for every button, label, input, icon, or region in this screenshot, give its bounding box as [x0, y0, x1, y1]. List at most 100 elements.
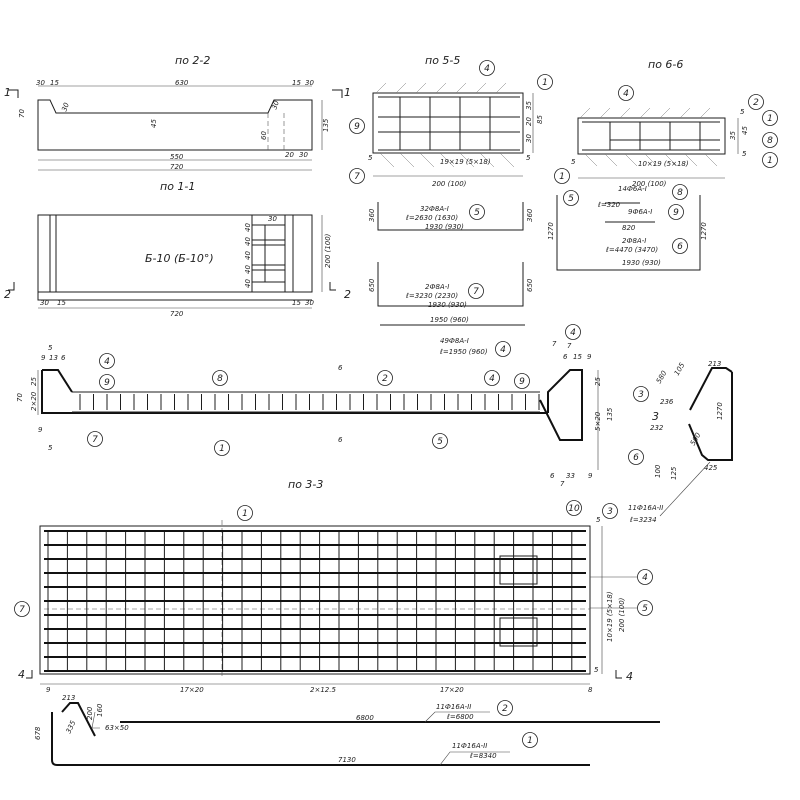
- cut-mark: 6: [338, 364, 343, 372]
- dimension-label: 1270: [716, 402, 724, 420]
- dimension-label: 20: [525, 117, 533, 126]
- dimension-label: 5×20: [594, 411, 602, 431]
- dimension-label: 32Ф8А-I: [420, 205, 449, 213]
- position-callout: 5: [469, 204, 485, 220]
- callout-circle: [668, 204, 684, 220]
- dimension-label: 6: [563, 353, 568, 361]
- callout-number: 5: [474, 208, 480, 218]
- cut-mark: 4: [626, 670, 633, 683]
- bar-shapes: [377, 195, 733, 517]
- callout-number: 7: [19, 605, 25, 615]
- dimension-label: 40: [244, 251, 252, 260]
- position-callout: 7: [87, 431, 103, 447]
- dimension-label: 200: [86, 706, 94, 720]
- dimension-label: 9: [41, 354, 46, 362]
- dimension-label: 200 (100): [632, 180, 667, 188]
- callout-circle: [349, 168, 365, 184]
- cut-mark: 2: [344, 288, 351, 301]
- dimension-label: 232: [650, 424, 664, 432]
- cut-mark: 1: [344, 86, 351, 99]
- dimension-label: 200 (100): [618, 597, 626, 632]
- dimension-label: 105: [673, 361, 687, 377]
- callout-circle: [432, 433, 448, 449]
- dimension-label: 360: [526, 208, 534, 222]
- callout-number: 1: [542, 78, 548, 88]
- callout-circle: [762, 152, 778, 168]
- callout-circle: [637, 600, 653, 616]
- callout-number: 1: [527, 736, 533, 746]
- position-callout: 9: [514, 373, 530, 389]
- callout-number: 4: [570, 328, 576, 338]
- dimension-label: 60: [260, 131, 268, 140]
- position-callout: 2: [748, 94, 764, 110]
- position-callout: 7: [468, 283, 484, 299]
- callout-circle: [566, 500, 582, 516]
- dimension-label: 720: [170, 163, 184, 171]
- callout-circle: [618, 85, 634, 101]
- dimension-label: 236: [660, 398, 674, 406]
- callout-number: 3: [607, 507, 613, 517]
- dimension-label: 9: [46, 686, 51, 694]
- dimension-label: 15: [292, 299, 301, 307]
- dimension-label: 650: [368, 278, 376, 292]
- cut-mark: 2: [4, 288, 11, 301]
- callout-number: 6: [677, 242, 683, 252]
- dimension-label: 1930 (930): [425, 223, 464, 231]
- dimension-label: ℓ=3230 (2230): [405, 292, 458, 300]
- position-callout: 5: [563, 190, 579, 206]
- position-callout: 4: [618, 85, 634, 101]
- callout-number: 4: [623, 89, 629, 99]
- callout-number: 7: [473, 287, 479, 297]
- dimension-label: ℓ=1950 (960): [439, 348, 488, 356]
- callout-number: 1: [219, 444, 225, 454]
- callout-circle: [349, 118, 365, 134]
- dimension-label: 1950 (960): [430, 316, 469, 324]
- view-title: по 6-6: [648, 58, 683, 71]
- dimension-label: ℓ=8340: [469, 752, 497, 760]
- dimension-label: 30: [525, 134, 533, 143]
- callout-number: 4: [642, 573, 648, 583]
- callout-circle: [468, 283, 484, 299]
- cut-mark: 7: [567, 342, 572, 350]
- callout-circle: [514, 373, 530, 389]
- dimension-label: 5: [368, 154, 373, 162]
- dimension-label: 6800: [356, 714, 374, 722]
- dimension-label: 45: [150, 119, 158, 128]
- dimension-label: 17×20: [440, 686, 464, 694]
- dimension-label: 40: [244, 223, 252, 232]
- dimension-label: 9: [588, 472, 593, 480]
- callout-circle: [565, 324, 581, 340]
- dimension-label: 650: [526, 278, 534, 292]
- position-callout: 5: [637, 600, 653, 616]
- callout-circle: [633, 386, 649, 402]
- dimension-label: 30: [270, 99, 281, 111]
- dimension-label: ℓ=6800: [446, 713, 474, 721]
- dimension-label: 30: [36, 79, 45, 87]
- position-callout: 4: [99, 353, 115, 369]
- callout-circle: [469, 204, 485, 220]
- position-callout: 9: [668, 204, 684, 220]
- position-callout: 1: [762, 152, 778, 168]
- position-callout: 1: [237, 505, 253, 521]
- callout-circle: [602, 503, 618, 519]
- dimension-label: 213: [62, 694, 75, 702]
- dimension-label: 10×19 (5×18): [638, 160, 689, 168]
- position-callout: 5: [432, 433, 448, 449]
- dimension-label: 15: [573, 353, 582, 361]
- position-callout: 4: [495, 341, 511, 357]
- callout-number: 8: [217, 374, 223, 384]
- callout-circle: [537, 74, 553, 90]
- callout-circle: [484, 370, 500, 386]
- dimension-label: 30: [299, 151, 308, 159]
- product-mark: Б-10 (Б-10°): [145, 252, 214, 265]
- dimension-label: 550: [170, 153, 184, 161]
- position-callout: 3: [602, 503, 618, 519]
- bottom-bar-shapes: [51, 702, 660, 766]
- cut-mark: 1: [4, 86, 11, 99]
- callout-number: 3: [638, 390, 644, 400]
- dimension-label: 5: [594, 666, 599, 674]
- position-callout: 1: [522, 732, 538, 748]
- dimension-label: 20: [285, 151, 294, 159]
